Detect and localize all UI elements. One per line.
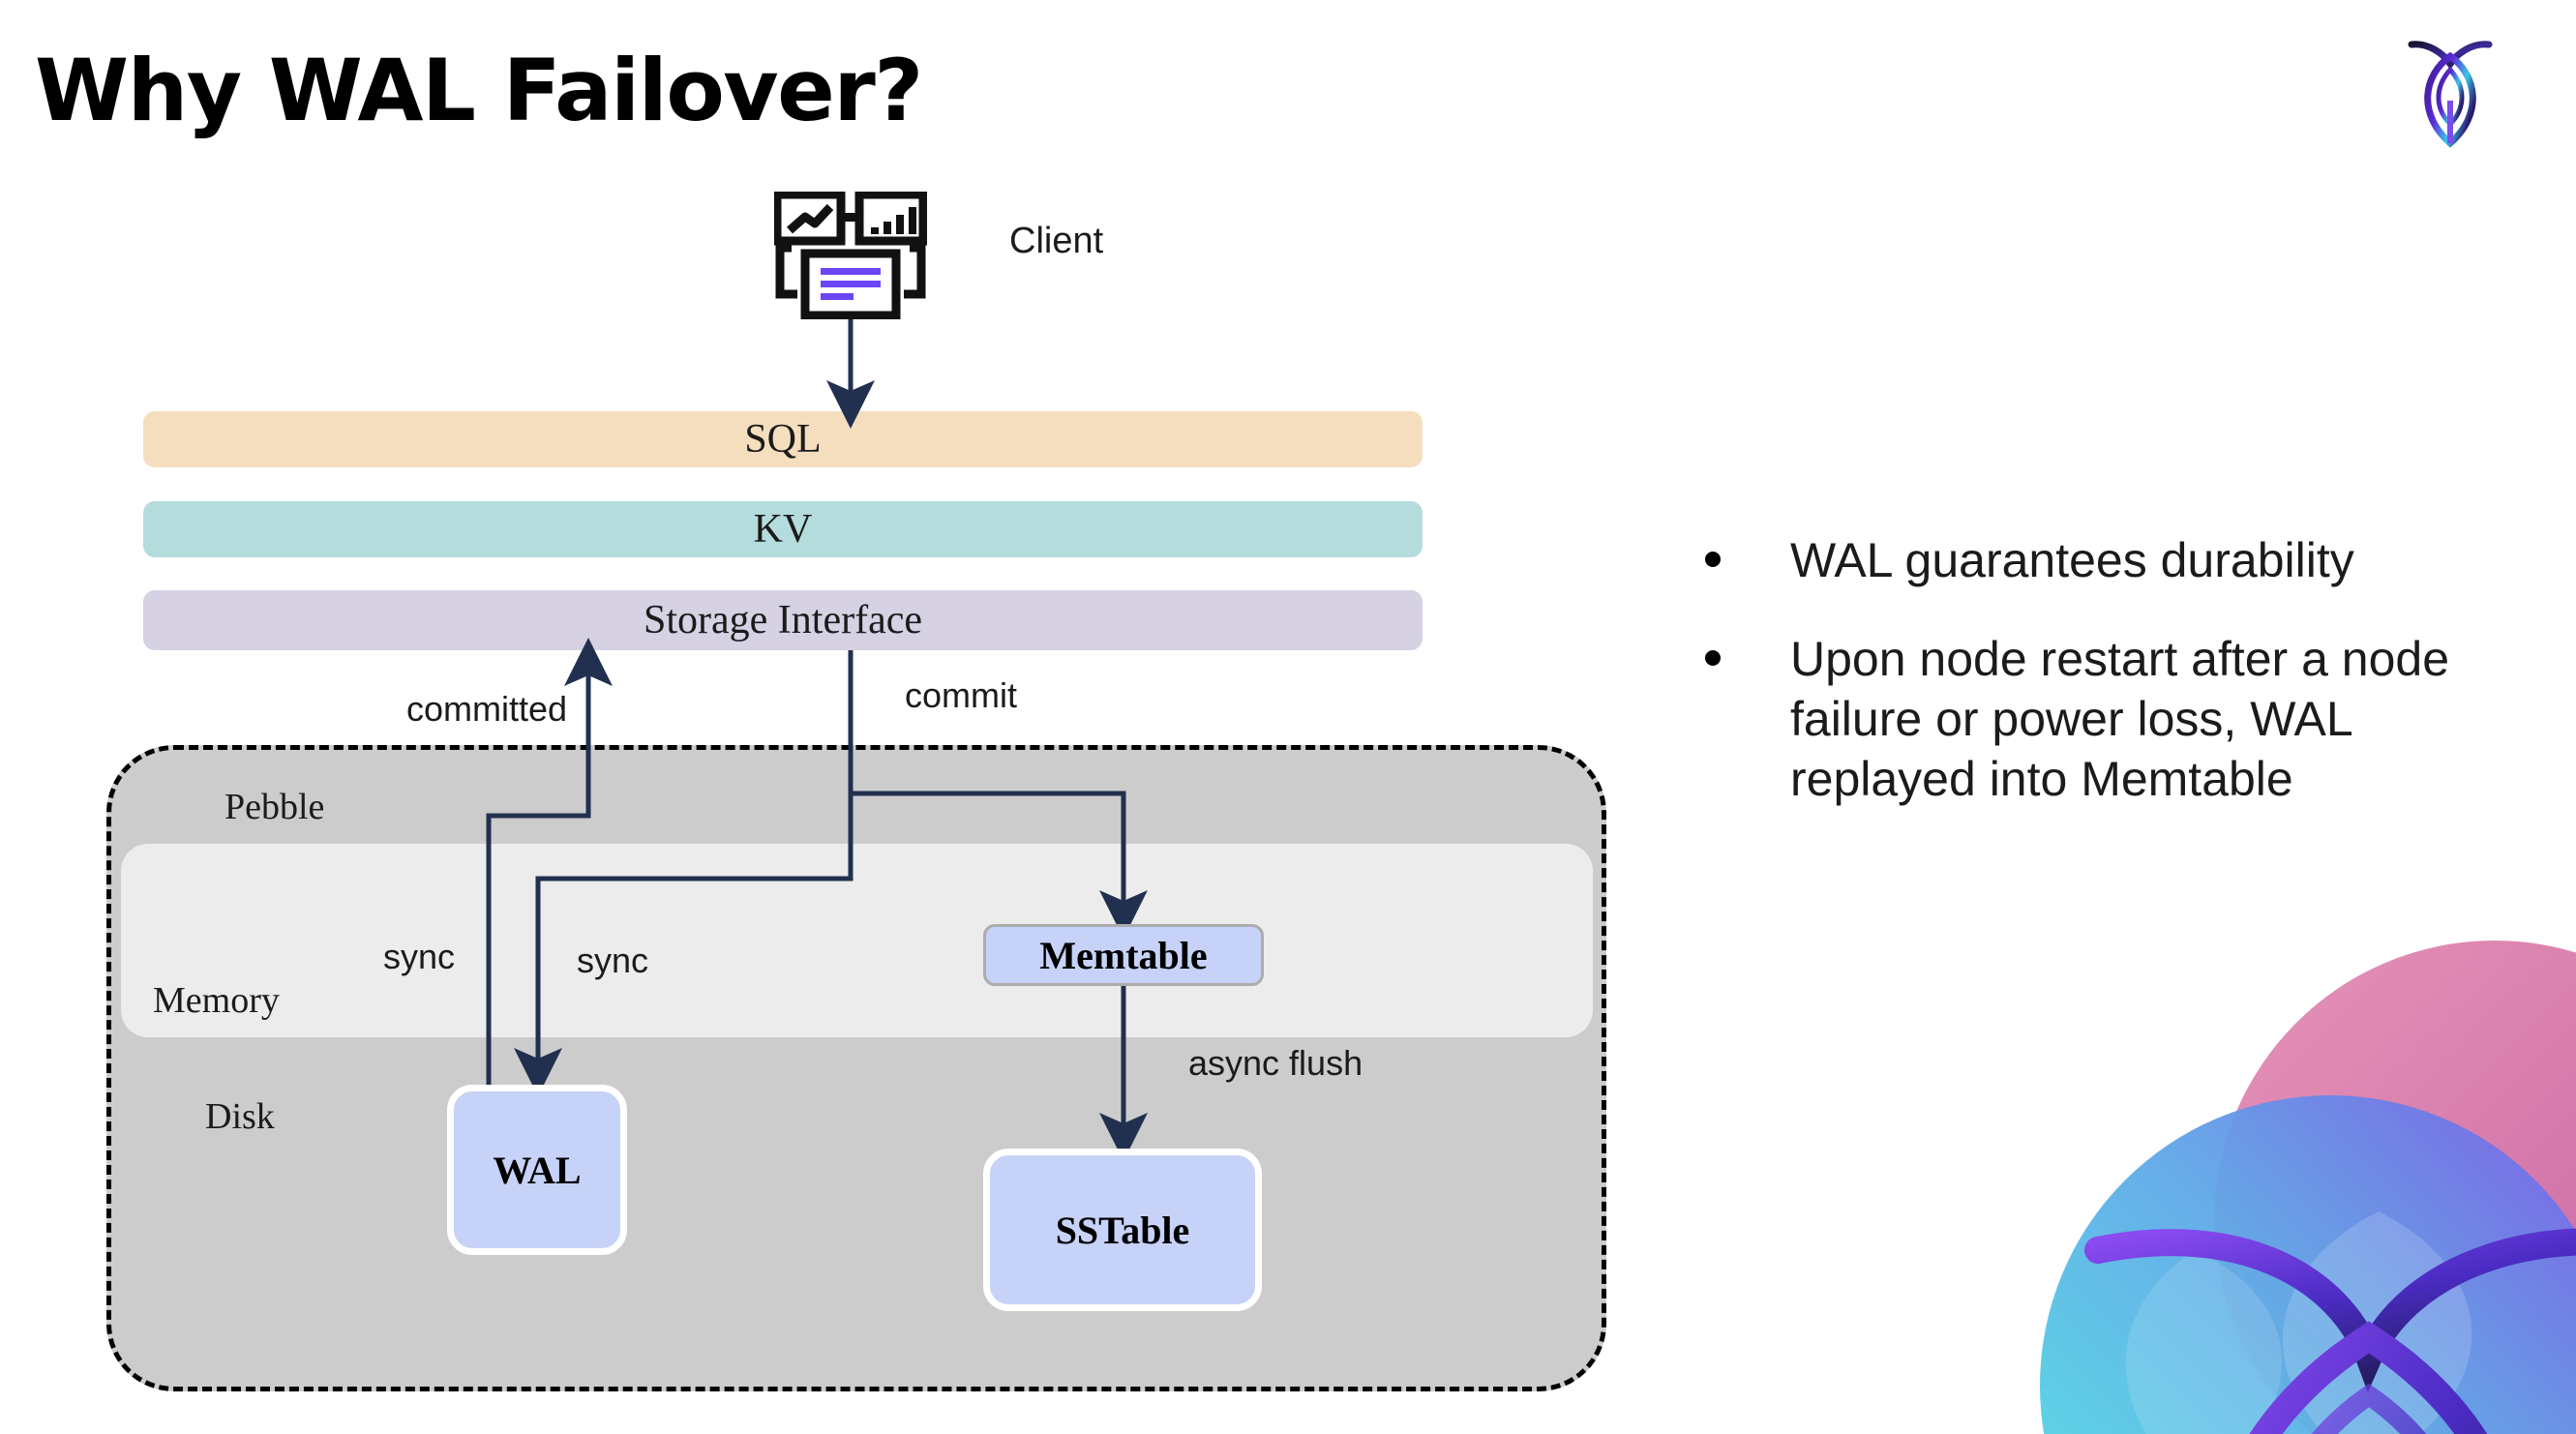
client-dashboard-icon xyxy=(772,190,928,320)
edge-label-async-flush: async flush xyxy=(1188,1043,1363,1083)
bullet-text: WAL guarantees durability xyxy=(1790,533,2354,587)
node-memtable: Memtable xyxy=(983,924,1264,986)
disk-label: Disk xyxy=(205,1096,275,1137)
bullet-dot-icon xyxy=(1705,650,1721,666)
list-item: WAL guarantees durability xyxy=(1705,530,2518,590)
bullet-text: Upon node restart after a node failure o… xyxy=(1790,632,2450,806)
memory-zone xyxy=(121,844,1593,1037)
edge-label-commit: commit xyxy=(905,675,1017,715)
edge-label-sync-left: sync xyxy=(383,937,456,976)
pebble-label: Pebble xyxy=(225,787,325,827)
edge-label-sync-right: sync xyxy=(577,941,649,980)
bullet-dot-icon xyxy=(1705,552,1721,567)
layer-storage-interface: Storage Interface xyxy=(143,590,1423,650)
node-wal: WAL xyxy=(447,1085,627,1255)
pebble-container xyxy=(106,745,1606,1391)
node-sstable: SSTable xyxy=(983,1149,1262,1311)
layer-sql: SQL xyxy=(143,411,1423,467)
edge-label-committed: committed xyxy=(406,689,568,729)
layer-kv: KV xyxy=(143,501,1423,557)
architecture-diagram: Client SQL KV Storage Interface Pebble M… xyxy=(106,190,1606,1391)
cockroachdb-logo-watermark-icon xyxy=(1953,931,2576,1434)
page-title: Why WAL Failover? xyxy=(35,41,923,140)
bullet-list: WAL guarantees durability Upon node rest… xyxy=(1705,530,2518,848)
list-item: Upon node restart after a node failure o… xyxy=(1705,629,2518,809)
cockroachdb-logo-icon xyxy=(2406,31,2495,149)
memory-label: Memory xyxy=(153,980,280,1021)
client-label: Client xyxy=(1009,221,1104,261)
